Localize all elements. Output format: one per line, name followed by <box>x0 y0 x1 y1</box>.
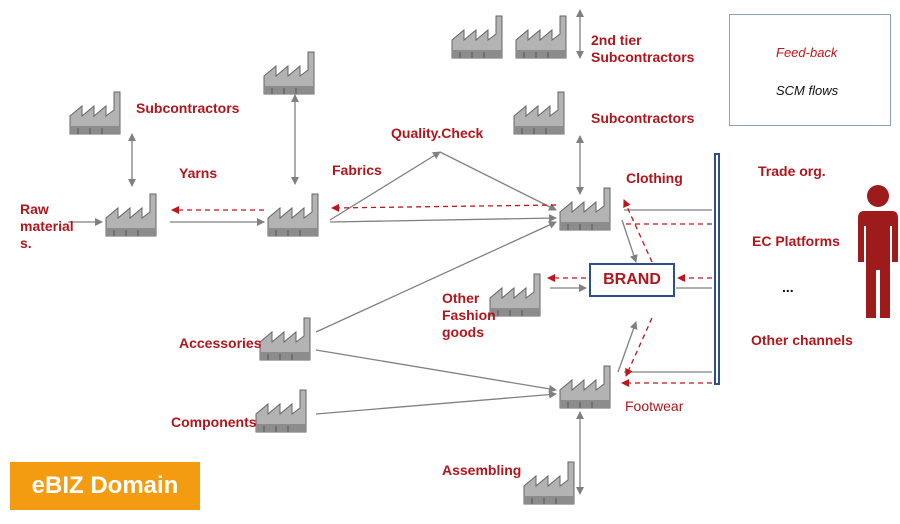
label-clothing: Clothing <box>626 170 683 186</box>
label-other-channels: Other channels <box>751 332 853 348</box>
scm-flow-lines <box>68 9 877 495</box>
legend: Feed-back SCM flows <box>729 14 891 126</box>
factory-icon <box>514 10 576 60</box>
label-subcontractors-left: Subcontractors <box>136 100 240 116</box>
factory-icon <box>558 360 620 410</box>
flow-fabrics-to-clothing <box>329 214 557 223</box>
label-assembling: Assembling <box>442 462 522 478</box>
factory-icon <box>258 312 320 362</box>
factory-icon <box>512 86 574 136</box>
factory-icon <box>68 86 130 136</box>
flow-footwear-to-brand <box>617 321 638 373</box>
legend-feedback-label: Feed-back <box>776 45 838 60</box>
flow-components-to-footwear <box>315 390 557 415</box>
label-yarns: Yarns <box>179 165 218 181</box>
feedback-clothing-to-fabrics <box>331 203 557 212</box>
flow-accessories-to-footwear <box>315 349 557 393</box>
factory-icon <box>104 188 166 238</box>
person-icon <box>858 185 898 318</box>
legend-scm-label: SCM flows <box>776 83 839 98</box>
label-accessories: Accessories <box>179 335 262 351</box>
label-2nd-tier-subcontractors: 2nd tier Subcontractors <box>591 32 695 65</box>
label-footwear: Footwear <box>625 398 684 414</box>
distribution-channel-bar <box>714 153 720 385</box>
label-ec-platforms: EC Platforms <box>752 233 840 249</box>
feedback-brand-to-clothing <box>623 199 653 263</box>
flow-quality-to-clothing <box>439 151 557 211</box>
brand-box: BRAND <box>589 263 675 297</box>
factory-icon <box>254 384 316 434</box>
label-subcontractors-right: Subcontractors <box>591 110 695 126</box>
label-components: Components <box>171 414 257 430</box>
factory-icon <box>262 46 324 96</box>
factory-icon <box>558 182 620 232</box>
factory-icon <box>488 268 550 318</box>
label-ellipsis: ... <box>782 279 794 295</box>
factory-icon <box>450 10 512 60</box>
label-fabrics: Fabrics <box>332 162 382 178</box>
flow-fabrics-to-quality <box>329 151 441 221</box>
label-other-fashion-goods: Other Fashion goods <box>442 290 496 340</box>
flow-accessories-to-clothing <box>315 221 557 333</box>
label-quality-check: Quality.Check <box>391 125 484 141</box>
factory-icon <box>522 456 584 506</box>
factory-icon <box>266 188 328 238</box>
label-trade-org: Trade org. <box>758 163 826 179</box>
flow-clothing-to-brand <box>621 219 638 263</box>
label-raw-materials: Raw material s. <box>20 201 74 251</box>
ebiz-domain-badge: eBIZ Domain <box>10 462 200 510</box>
feedback-brand-to-footwear <box>625 317 653 377</box>
